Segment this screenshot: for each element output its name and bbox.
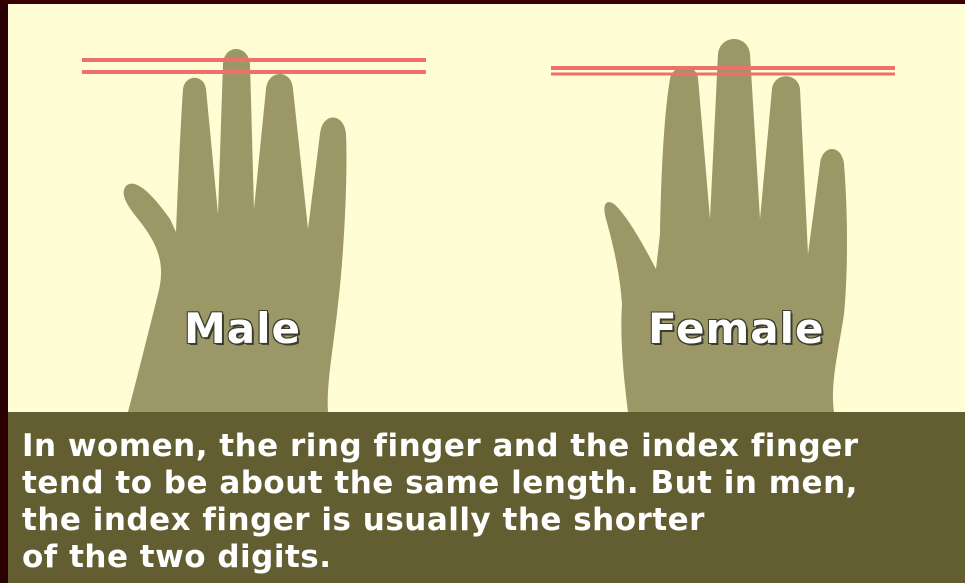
male-hand [124, 49, 347, 412]
caption-line: the index finger is usually the shorter [22, 502, 965, 539]
male-label: Male [184, 304, 301, 353]
female-hand [604, 39, 847, 412]
female-label: Female [648, 304, 824, 353]
caption-line: tend to be about the same length. But in… [22, 465, 965, 502]
caption-line: In women, the ring finger and the index … [22, 428, 965, 465]
caption-line: of the two digits. [22, 539, 965, 576]
caption-panel: In women, the ring finger and the index … [8, 412, 965, 583]
